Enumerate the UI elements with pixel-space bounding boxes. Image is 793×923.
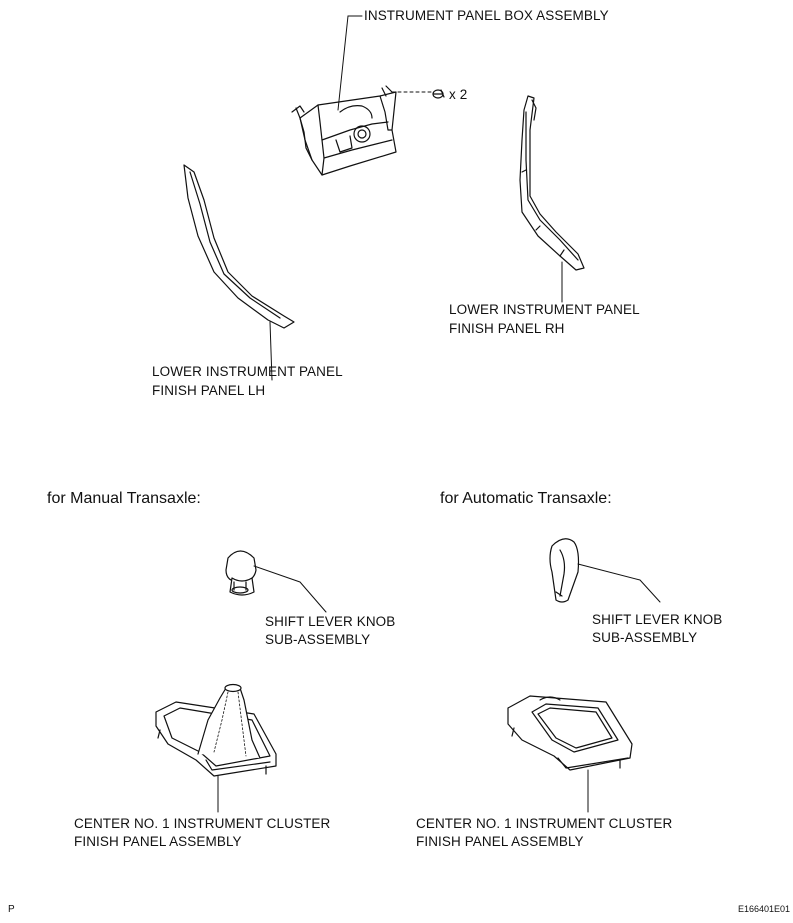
cluster-panel-manual-label-line2: FINISH PANEL ASSEMBLY — [74, 834, 242, 849]
shift-knob-manual-label-line2: SUB-ASSEMBLY — [265, 632, 371, 647]
screw-icon — [432, 89, 445, 99]
automatic-transaxle-heading: for Automatic Transaxle: — [440, 490, 612, 507]
lower-panel-lh-drawing — [184, 165, 294, 380]
instrument-panel-box-label: INSTRUMENT PANEL BOX ASSEMBLY — [364, 8, 609, 23]
shift-knob-automatic-label-line2: SUB-ASSEMBLY — [592, 630, 698, 645]
cluster-panel-automatic-label-line1: CENTER NO. 1 INSTRUMENT CLUSTER — [416, 816, 673, 831]
lower-panel-rh-label-line2: FINISH PANEL RH — [449, 321, 565, 336]
shift-knob-automatic-drawing — [550, 539, 660, 602]
lower-panel-lh-label-line2: FINISH PANEL LH — [152, 383, 266, 398]
lower-panel-rh-label-line1: LOWER INSTRUMENT PANEL — [449, 302, 640, 317]
shift-knob-manual-label-line1: SHIFT LEVER KNOB — [265, 614, 396, 629]
cluster-panel-manual-drawing — [156, 685, 276, 813]
lower-panel-rh-drawing — [520, 96, 584, 302]
lower-panel-lh-label-line1: LOWER INSTRUMENT PANEL — [152, 364, 343, 379]
cluster-panel-manual-label-line1: CENTER NO. 1 INSTRUMENT CLUSTER — [74, 816, 331, 831]
page-marker: P — [8, 904, 15, 915]
shift-knob-automatic-label-line1: SHIFT LEVER KNOB — [592, 612, 723, 627]
instrument-panel-box-drawing — [292, 16, 432, 175]
screw-quantity-label: x 2 — [449, 87, 468, 102]
manual-transaxle-heading: for Manual Transaxle: — [47, 490, 201, 507]
cluster-panel-automatic-drawing — [508, 696, 632, 812]
cluster-panel-automatic-label-line2: FINISH PANEL ASSEMBLY — [416, 834, 584, 849]
figure-id: E166401E01 — [738, 904, 791, 914]
shift-knob-manual-drawing — [226, 551, 326, 612]
